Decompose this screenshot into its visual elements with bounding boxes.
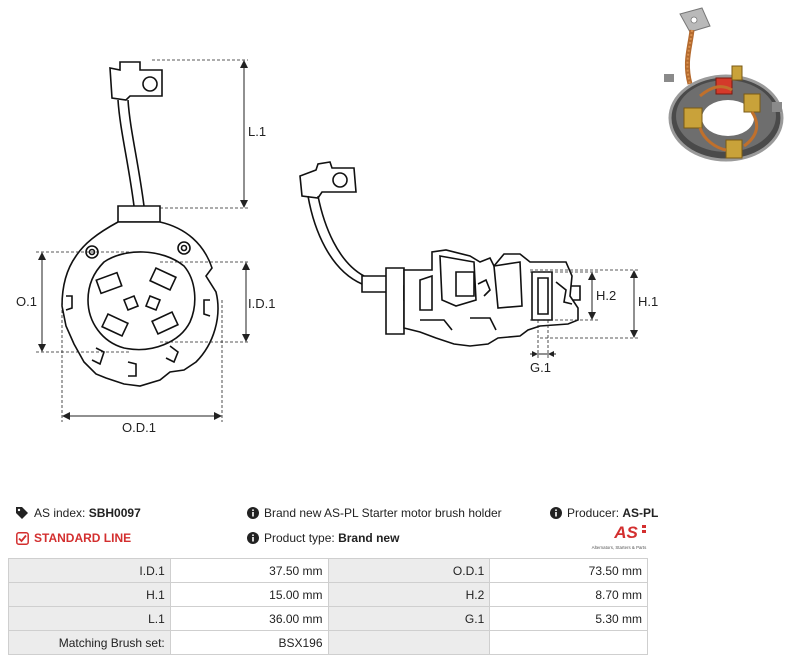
table-row: L.1 36.00 mm G.1 5.30 mm: [8, 606, 648, 631]
producer: Producer: AS-PL: [550, 506, 658, 520]
front-view: [61, 61, 219, 387]
as-index: AS index: SBH0097: [16, 506, 141, 520]
standard-line: STANDARD LINE: [16, 531, 131, 545]
spec-value: 73.50 mm: [489, 558, 648, 583]
dim-label-l1: L.1: [248, 124, 266, 139]
spec-value: 5.30 mm: [489, 606, 648, 631]
product-type-value: Brand new: [338, 531, 400, 545]
info-icon: [550, 507, 562, 519]
spec-label: I.D.1: [8, 558, 171, 583]
spec-label: [327, 630, 491, 655]
table-row: Matching Brush set: BSX196: [8, 630, 648, 655]
spec-label: H.1: [8, 582, 171, 607]
info-icon: [247, 507, 259, 519]
producer-label: Producer:: [567, 506, 620, 520]
side-view-dimensions: [530, 269, 640, 358]
specs-table: I.D.1 37.50 mm O.D.1 73.50 mm H.1 15.00 …: [8, 558, 648, 655]
tag-icon: [16, 507, 29, 519]
spec-value: 8.70 mm: [489, 582, 648, 607]
spec-label: Matching Brush set:: [8, 630, 171, 655]
table-row: I.D.1 37.50 mm O.D.1 73.50 mm: [8, 558, 648, 583]
dim-label-h2: H.2: [596, 288, 616, 303]
checkbox-checked-icon: [16, 531, 29, 545]
dim-label-g1: G.1: [530, 360, 551, 375]
as-logo-tagline: Alternators, Starters & Parts: [592, 545, 647, 550]
spec-label: L.1: [8, 606, 171, 631]
dim-label-id1: I.D.1: [248, 296, 275, 311]
table-row: H.1 15.00 mm H.2 8.70 mm: [8, 582, 648, 607]
product-type-label: Product type:: [264, 531, 335, 545]
product-description: Brand new AS-PL Starter motor brush hold…: [247, 506, 502, 520]
spec-value: 37.50 mm: [169, 558, 329, 583]
technical-drawing: L.1 O.1 I.D.1 O.D.1: [16, 0, 800, 435]
spec-value: 15.00 mm: [169, 582, 329, 607]
as-index-value: SBH0097: [88, 506, 141, 520]
spec-value: [489, 630, 648, 655]
as-logo: AS Alternators, Starters & Parts: [592, 523, 647, 550]
dim-label-h1: H.1: [638, 294, 658, 309]
dim-label-od1: O.D.1: [122, 420, 156, 435]
spec-label: H.2: [327, 582, 491, 607]
side-view-dimension-arrows: [530, 270, 638, 357]
product-type: Product type: Brand new: [247, 531, 399, 545]
as-logo-mark: AS: [613, 523, 638, 542]
spec-label: G.1: [327, 606, 491, 631]
spec-value: BSX196: [169, 630, 329, 655]
front-view-dimensions: [36, 59, 250, 422]
front-view-dimension-arrows: [38, 60, 250, 420]
spec-label: O.D.1: [327, 558, 491, 583]
side-view: [299, 161, 581, 347]
as-index-label: AS index:: [34, 506, 86, 520]
standard-line-label: STANDARD LINE: [34, 531, 132, 545]
info-icon: [247, 532, 259, 544]
dim-label-o1: O.1: [16, 294, 37, 309]
producer-value: AS-PL: [622, 506, 659, 520]
description-text: Brand new AS-PL Starter motor brush hold…: [264, 506, 502, 520]
spec-value: 36.00 mm: [169, 606, 329, 631]
product-photo: [660, 0, 800, 175]
